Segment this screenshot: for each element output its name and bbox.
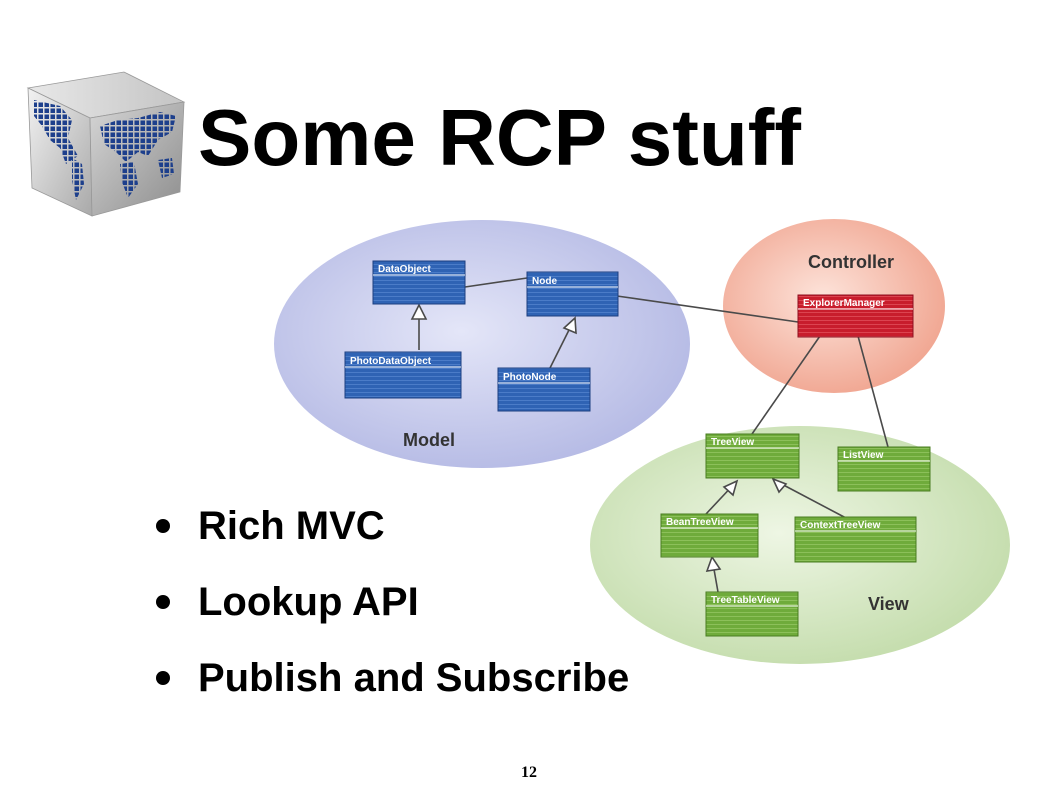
bullet-item: Lookup API <box>150 576 629 652</box>
class-box-node: Node <box>526 271 619 317</box>
class-label: ListView <box>843 450 884 461</box>
class-box-explorermanager: ExplorerManager <box>797 294 914 338</box>
model-group <box>274 220 690 468</box>
class-label: DataObject <box>378 264 431 275</box>
slide-title: Some RCP stuff <box>198 93 802 182</box>
class-label: BeanTreeView <box>666 517 734 528</box>
bullet-text: Rich MVC <box>198 504 385 548</box>
class-label: PhotoNode <box>503 372 557 383</box>
class-box-contexttreeview: ContextTreeView <box>794 516 917 563</box>
class-box-photonode: PhotoNode <box>497 367 591 412</box>
bullet-item: Rich MVC <box>150 500 629 576</box>
bullet-item: Publish and Subscribe <box>150 652 629 728</box>
class-box-dataobject: DataObject <box>372 260 466 305</box>
page-number: 12 <box>521 764 537 781</box>
bullet-dot-icon <box>156 519 170 533</box>
class-box-treetableview: TreeTableView <box>705 591 799 637</box>
class-box-listview: ListView <box>837 446 931 492</box>
class-box-photodataobject: PhotoDataObject <box>344 351 462 399</box>
bullet-list: Rich MVC Lookup API Publish and Subscrib… <box>150 500 629 728</box>
model-label: Model <box>403 430 455 450</box>
controller-label: Controller <box>808 252 894 272</box>
bullet-text: Lookup API <box>198 580 419 624</box>
class-label: TreeTableView <box>711 595 780 606</box>
class-label: ContextTreeView <box>800 520 881 531</box>
class-label: TreeView <box>711 437 754 448</box>
world-map-cube-icon <box>26 71 186 217</box>
class-box-treeview: TreeView <box>705 433 800 479</box>
bullet-dot-icon <box>156 671 170 685</box>
class-label: Node <box>532 276 557 287</box>
class-label: ExplorerManager <box>803 298 885 309</box>
bullet-text: Publish and Subscribe <box>198 656 630 700</box>
class-box-beantreeview: BeanTreeView <box>660 513 759 558</box>
class-label: PhotoDataObject <box>350 356 432 367</box>
bullet-dot-icon <box>156 595 170 609</box>
view-label: View <box>868 594 910 614</box>
